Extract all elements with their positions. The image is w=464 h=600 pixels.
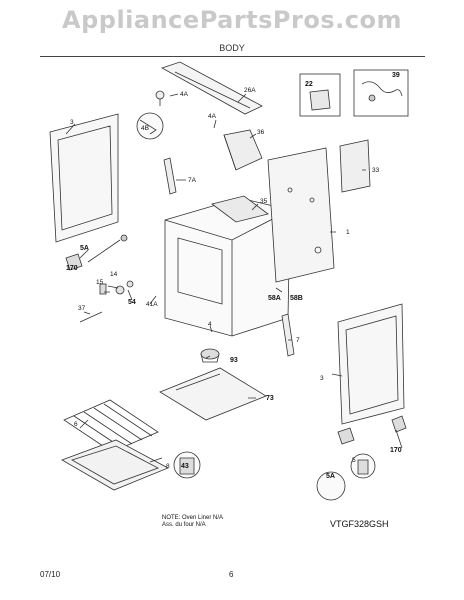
callout-1: 1 — [346, 229, 350, 236]
callout-14: 14 — [110, 271, 118, 278]
detail-circle-43 — [173, 451, 201, 479]
hinge-7a-part — [163, 157, 177, 195]
bottom-panel — [159, 367, 267, 421]
callout-8: 8 — [166, 463, 170, 470]
leveling-leg-left — [65, 234, 128, 271]
callout-170-right: 170 — [390, 447, 402, 454]
section-title: BODY — [219, 43, 245, 53]
hinge-7-part — [281, 313, 295, 357]
valve-part — [155, 90, 165, 106]
callout-3-right: 3 — [320, 375, 324, 382]
callout-22: 22 — [305, 81, 313, 88]
callout-58a: 58A — [268, 295, 281, 302]
callout-5a-left: 5A — [80, 245, 89, 252]
callout-6: 6 — [74, 421, 78, 428]
note-line-2: Ass. du four N/A — [162, 522, 206, 528]
callout-4a-mid: 4A — [208, 113, 217, 120]
callout-35: 35 — [260, 198, 268, 205]
watermark: AppliancePartsPros.com — [62, 6, 402, 34]
oven-liner-note: NOTE: Oven Liner N/A Ass. du four N/A — [162, 515, 223, 529]
leveling-leg-right — [316, 415, 407, 501]
callout-170-left: 170 — [66, 265, 78, 272]
callout-3-left: 3 — [70, 119, 74, 126]
oven-body-cabinet — [164, 195, 291, 337]
part-39-box — [353, 69, 409, 117]
callout-7: 7 — [296, 337, 300, 344]
callout-58b: 58B — [290, 295, 303, 302]
page-number: 6 — [229, 570, 234, 579]
callout-73: 73 — [266, 395, 274, 402]
callout-54: 54 — [128, 299, 136, 306]
callout-43: 43 — [181, 463, 189, 470]
header-rule — [40, 56, 425, 57]
small-hardware-parts — [79, 280, 134, 323]
callout-4a-top: 4A — [180, 91, 189, 98]
heat-shield-part — [223, 129, 263, 171]
model-number: VTGF328GSH — [330, 519, 389, 529]
part-22-box — [299, 73, 341, 117]
callout-5a-right: 5A — [326, 473, 335, 480]
callout-41a: 41A — [146, 301, 158, 308]
part-93-knob — [200, 348, 220, 363]
note-line-1: NOTE: Oven Liner N/A — [162, 515, 224, 521]
top-bracket-part — [161, 61, 263, 115]
part-33-bracket — [339, 139, 371, 193]
left-side-panel — [49, 113, 119, 243]
footer-date: 07/10 — [40, 570, 61, 579]
callout-93: 93 — [230, 357, 238, 364]
detail-circle-4b — [136, 112, 164, 140]
broiler-pan — [61, 439, 169, 491]
right-side-panel — [337, 303, 405, 425]
callout-4: 4 — [208, 321, 212, 328]
callout-33: 33 — [372, 167, 380, 174]
oven-rack — [63, 399, 159, 453]
callout-4b: 4B — [141, 125, 149, 132]
callout-5: 5 — [352, 457, 356, 464]
callout-39: 39 — [392, 72, 400, 79]
callout-37: 37 — [78, 305, 86, 312]
callout-7a: 7A — [188, 177, 197, 184]
callout-36: 36 — [257, 129, 265, 136]
back-panel — [267, 147, 335, 283]
callout-26a: 26A — [244, 87, 256, 94]
callout-15: 15 — [96, 279, 104, 286]
